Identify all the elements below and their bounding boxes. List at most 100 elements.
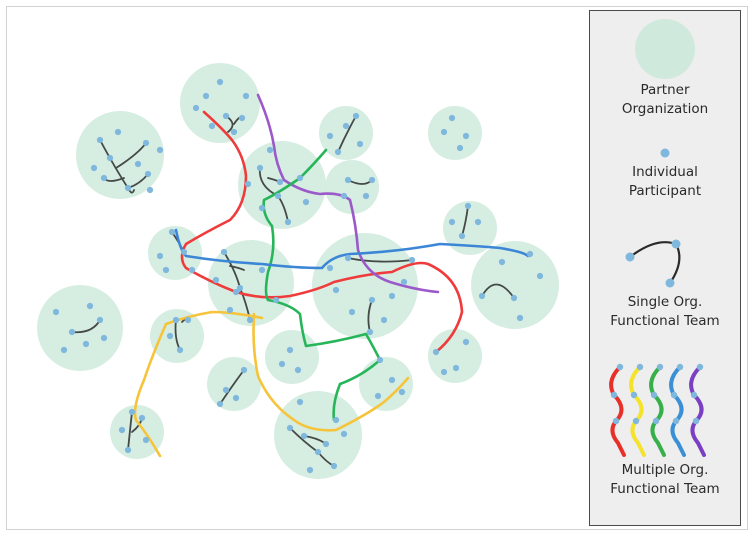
participant-dot	[226, 306, 234, 314]
participant-dot	[398, 388, 406, 396]
participant-dot	[344, 176, 352, 184]
legend-multi-team-icon	[609, 363, 706, 457]
participant-dot	[474, 218, 482, 226]
legend-multi-dot	[690, 391, 698, 399]
participant-dot	[344, 254, 352, 262]
organization-circle	[150, 309, 204, 363]
participant-dot	[332, 416, 340, 424]
participant-dot	[330, 462, 338, 470]
organization-circle	[238, 141, 326, 229]
participant-dot	[432, 348, 440, 356]
participant-dot	[478, 292, 486, 300]
participant-dot	[156, 252, 164, 260]
participant-dot	[118, 426, 126, 434]
participant-dot	[128, 408, 136, 416]
legend-label-multiple-org-team: Multiple Org. Functional Team	[610, 462, 720, 497]
organization-circle	[443, 201, 497, 255]
participant-layer	[52, 78, 544, 474]
legend-label-partner-organization: Partner Organization	[621, 82, 709, 117]
participant-dot	[52, 308, 60, 316]
legend-multi-dot	[632, 417, 640, 425]
participant-dot	[448, 114, 456, 122]
participant-dot	[82, 340, 90, 348]
participant-dot	[352, 112, 360, 120]
participant-dot	[362, 192, 370, 200]
participant-dot	[184, 316, 192, 324]
participant-dot	[284, 218, 292, 226]
participant-dot	[124, 184, 132, 192]
participant-dot	[220, 248, 228, 256]
participant-dot	[168, 228, 176, 236]
organization-circle	[110, 405, 164, 459]
participant-dot	[216, 78, 224, 86]
participant-dot	[192, 104, 200, 112]
participant-dot	[142, 436, 150, 444]
participant-dot	[246, 316, 254, 324]
legend-multi-strand	[649, 365, 666, 457]
participant-dot	[306, 466, 314, 474]
participant-dot	[266, 146, 274, 154]
organization-layer	[37, 63, 559, 479]
participant-dot	[286, 346, 294, 354]
participant-dot	[216, 400, 224, 408]
participant-dot	[300, 432, 308, 440]
multi-org-team-purple	[256, 93, 440, 294]
participant-dot	[180, 248, 188, 256]
single-org-team	[337, 115, 357, 153]
participant-dot	[448, 218, 456, 226]
participant-dot	[96, 136, 104, 144]
participant-dot	[230, 128, 238, 136]
participant-dot	[232, 288, 240, 296]
participant-dot	[334, 148, 342, 156]
participant-dot	[278, 360, 286, 368]
participant-dot	[144, 170, 152, 178]
participant-dot	[188, 266, 196, 274]
participant-dot	[374, 392, 382, 400]
participant-dot	[286, 424, 294, 432]
participant-dot	[146, 186, 154, 194]
participant-dot	[238, 114, 246, 122]
participant-dot	[332, 286, 340, 294]
legend-label-single-org-team: Single Org. Functional Team	[610, 294, 720, 329]
participant-dot	[380, 316, 388, 324]
participant-dot	[68, 328, 76, 336]
participant-dot	[222, 112, 230, 120]
organization-circle	[37, 285, 123, 371]
participant-dot	[138, 414, 146, 422]
participant-dot	[462, 338, 470, 346]
participant-dot	[342, 122, 350, 130]
participant-dot	[242, 92, 250, 100]
participant-dot	[388, 292, 396, 300]
participant-dot	[134, 160, 142, 168]
legend-organization-circle	[635, 19, 695, 79]
legend-multi-dot	[610, 391, 618, 399]
organization-circle	[428, 106, 482, 160]
organization-circle	[312, 233, 418, 339]
participant-dot	[388, 376, 396, 384]
multi-org-team-yellow	[133, 310, 410, 458]
participant-dot	[348, 308, 356, 316]
participant-dot	[100, 174, 108, 182]
participant-dot	[172, 316, 180, 324]
participant-dot	[400, 278, 408, 286]
single-org-team	[219, 369, 245, 405]
multi-org-team-blue	[174, 228, 530, 270]
participant-dot	[90, 164, 98, 172]
participant-dot	[314, 448, 322, 456]
participant-dot	[96, 316, 104, 324]
single-org-team	[481, 283, 515, 299]
participant-dot	[464, 202, 472, 210]
participant-dot	[294, 366, 302, 374]
legend-multi-dot	[676, 363, 684, 371]
participant-dot	[526, 250, 534, 258]
organization-circle	[274, 391, 362, 479]
participant-dot	[176, 346, 184, 354]
participant-dot	[276, 178, 284, 186]
legend-label-individual-participant: Individual Participant	[628, 164, 702, 199]
organization-circle	[428, 329, 482, 383]
participant-dot	[536, 272, 544, 280]
legend-multi-dot	[636, 363, 644, 371]
participant-dot	[100, 334, 108, 342]
participant-dot	[322, 440, 330, 448]
participant-dot	[408, 256, 416, 264]
